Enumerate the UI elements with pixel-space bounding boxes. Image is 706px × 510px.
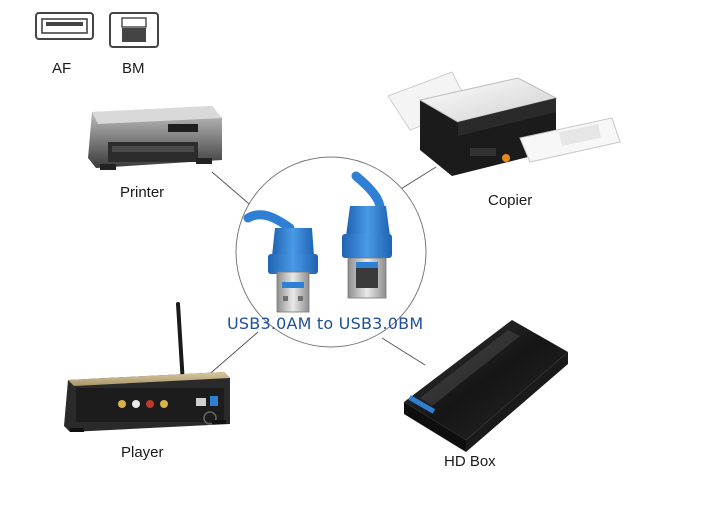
cable-caption: USB3.0AM to USB3.0BM bbox=[227, 314, 424, 333]
bm-label: BM bbox=[122, 60, 145, 77]
copier-label: Copier bbox=[488, 192, 533, 209]
printer-image bbox=[88, 106, 222, 170]
copier-image bbox=[387, 71, 621, 176]
usb-b-male-icon bbox=[109, 12, 159, 48]
usb-a-female-icon bbox=[35, 12, 94, 40]
usb3-b-plug-image bbox=[342, 171, 392, 299]
hd-box-image bbox=[404, 320, 568, 452]
player-image bbox=[64, 302, 230, 432]
printer-label: Printer bbox=[120, 184, 165, 201]
hd-box-label: HD Box bbox=[444, 453, 496, 470]
af-label: AF bbox=[52, 60, 72, 77]
player-label: Player bbox=[121, 444, 164, 461]
usb3-a-plug-image bbox=[243, 210, 318, 313]
